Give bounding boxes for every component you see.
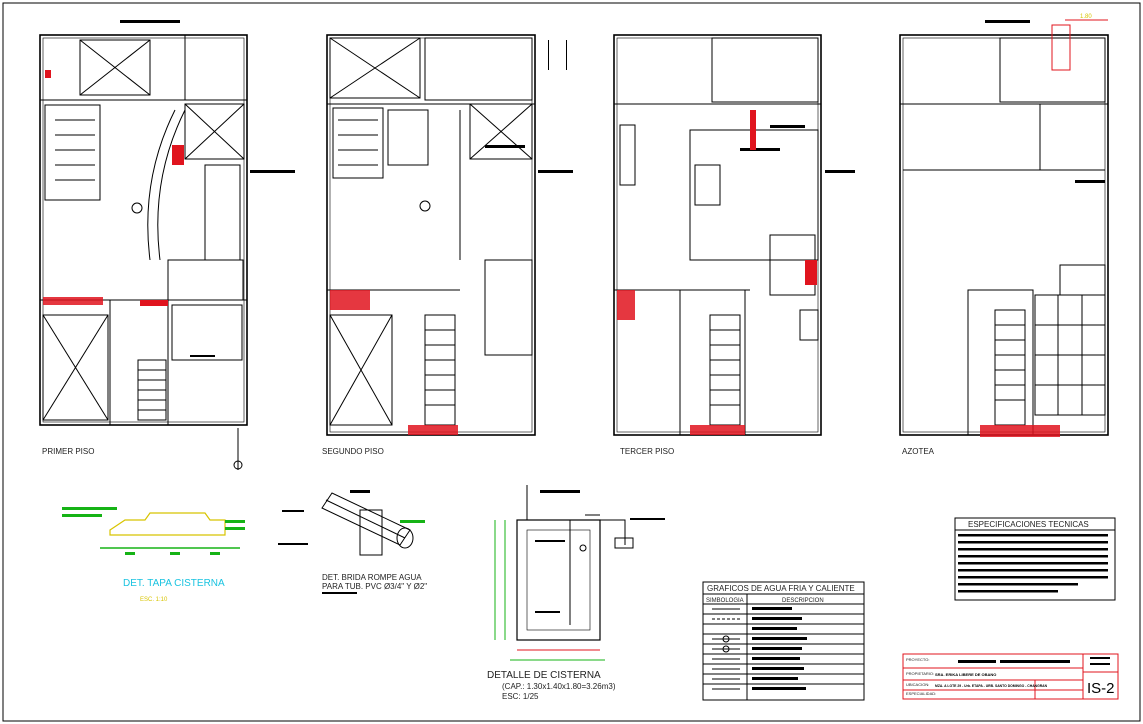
legend-rows — [712, 607, 807, 690]
detail-brida — [278, 490, 425, 556]
title-block — [902, 653, 1119, 700]
detail-tapa-cisterna — [62, 507, 304, 555]
label-tercer-piso: TERCER PISO — [620, 447, 674, 456]
detail-cisterna — [494, 485, 665, 661]
label-primer-piso: PRIMER PISO — [42, 447, 94, 456]
cisterna-capacity: (CAP.: 1.30x1.40x1.80=3.26m3) — [502, 682, 616, 691]
plan-primer-piso-annotations — [43, 20, 295, 357]
brida-title-line2: PARA TUB. PVC Ø3/4" Y Ø2" — [322, 582, 427, 591]
cisterna-title: DETALLE DE CISTERNA — [487, 670, 601, 681]
plan-segundo-piso-annotations — [330, 40, 573, 435]
tb-label-proyecto: PROYECTO: — [906, 657, 930, 662]
tb-owner: SRA. ERIKA LIBERE DE OBANO — [935, 672, 996, 677]
legend-title: GRAFICOS DE AGUA FRIA Y CALIENTE — [707, 584, 855, 593]
tb-label-ubicacion: UBICACION: — [906, 682, 929, 687]
tapa-cisterna-title: DET. TAPA CISTERNA — [123, 578, 225, 589]
legend-col-description: DESCRIPCION — [782, 598, 824, 604]
legend-col-symbol: SIMBOLOGIA — [706, 598, 744, 604]
plan-azotea-annotations: 1.80 — [980, 14, 1108, 437]
brida-underline — [322, 592, 357, 594]
label-azotea: AZOTEA — [902, 447, 935, 456]
plan-azotea — [899, 34, 1109, 436]
plan-tercer-piso-annotations — [617, 110, 855, 435]
tb-label-propietario: PROPIETARIO: — [906, 671, 934, 676]
tb-label-especialidad: ESPECIALIDAD: — [906, 691, 936, 696]
brida-title-line1: DET. BRIDA ROMPE AGUA — [322, 573, 422, 582]
plan-primer-piso — [39, 34, 248, 470]
cisterna-scale: ESC: 1/25 — [502, 692, 539, 701]
legend-table — [702, 581, 865, 701]
plan-segundo-piso — [326, 34, 536, 436]
tb-location: MZA. A LOTE 29 - Urb. ETAPA - URB. SANTO… — [935, 684, 1048, 688]
label-segundo-piso: SEGUNDO PISO — [322, 447, 384, 456]
specs-box — [954, 517, 1116, 601]
tb-sheet-code: IS-2 — [1087, 680, 1115, 697]
tapa-cisterna-scale: ESC. 1:10 — [140, 597, 168, 603]
plan-tercer-piso — [613, 34, 822, 436]
svg-text:1.80: 1.80 — [1080, 14, 1092, 20]
specs-title: ESPECIFICACIONES TECNICAS — [968, 520, 1089, 529]
